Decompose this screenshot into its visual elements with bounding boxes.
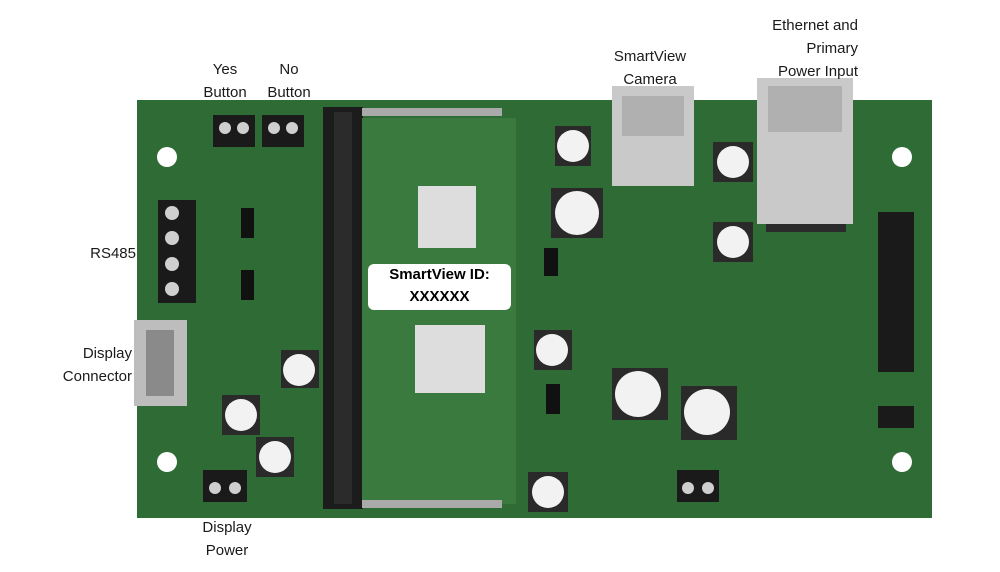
- mounting-hole: [157, 452, 177, 472]
- ic-chip: [241, 208, 254, 238]
- module-chip: [415, 325, 485, 393]
- compute-module: [362, 118, 516, 504]
- mounting-hole: [892, 147, 912, 167]
- ic-chip: [241, 270, 254, 300]
- ic-chip: [878, 212, 914, 372]
- id-title: SmartView ID:: [389, 266, 490, 283]
- module-chip: [418, 186, 476, 248]
- ethernet-port: [757, 78, 853, 232]
- ic-chip: [878, 406, 914, 428]
- display-power-terminal: [203, 470, 247, 502]
- capacitor: [528, 472, 568, 512]
- capacitor: [534, 330, 572, 370]
- rs485-terminal: [158, 200, 196, 303]
- capacitor: [713, 142, 753, 182]
- capacitor: [555, 126, 591, 166]
- capacitor: [281, 350, 319, 388]
- capacitor: [612, 368, 668, 420]
- rs485-label: RS485: [90, 245, 136, 262]
- display-connector: [134, 320, 187, 406]
- mounting-hole: [892, 452, 912, 472]
- yes-button-terminal: [213, 115, 255, 147]
- capacitor: [551, 188, 603, 238]
- capacitor: [256, 437, 294, 477]
- capacitor: [222, 395, 260, 435]
- ic-chip: [546, 384, 560, 414]
- smartview-id-box: SmartView ID: XXXXXX: [368, 264, 511, 310]
- no-button-terminal: [262, 115, 304, 147]
- capacitor: [713, 222, 753, 262]
- id-value: XXXXXX: [409, 288, 470, 305]
- mounting-hole: [157, 147, 177, 167]
- terminal-block: [677, 470, 719, 502]
- capacitor: [681, 386, 737, 440]
- camera-usb-port: [612, 86, 694, 186]
- ic-chip: [544, 248, 558, 276]
